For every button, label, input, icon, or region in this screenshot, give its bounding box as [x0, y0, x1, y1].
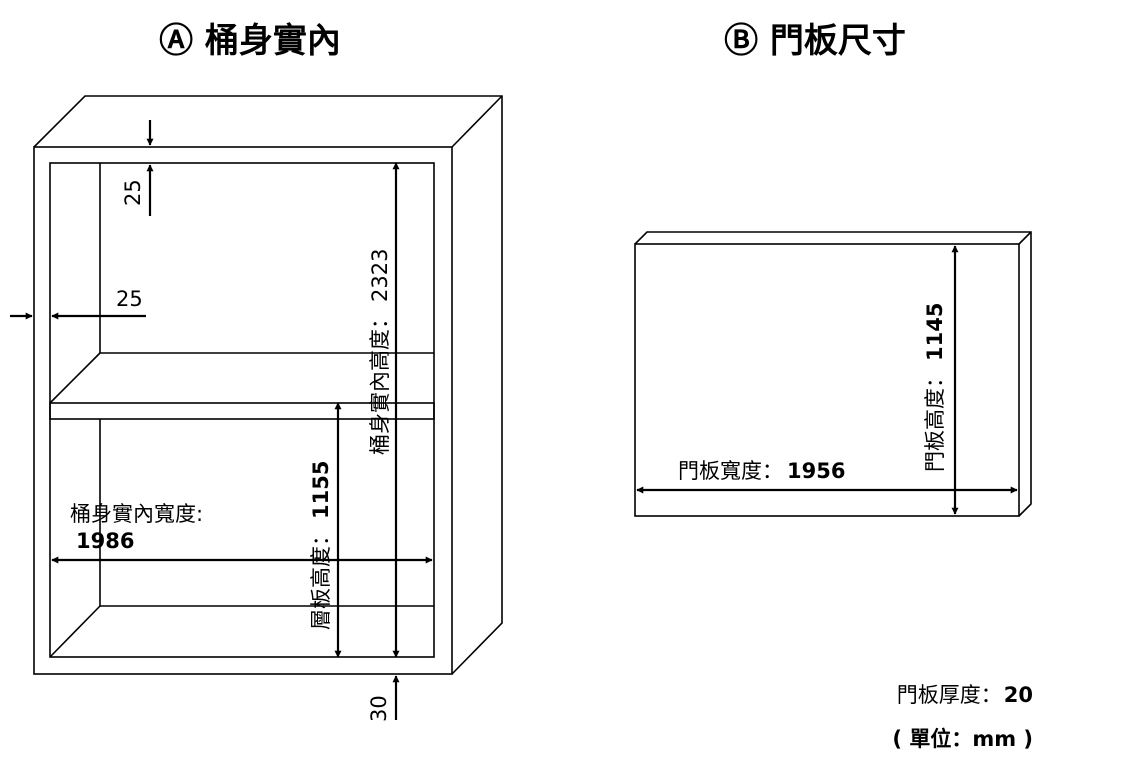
bottom-gap-value: 30 [367, 695, 391, 722]
shelf-depth-line [49, 352, 101, 404]
door-front-face [634, 243, 1020, 517]
cabinet-front-frame [33, 146, 453, 675]
shelf-height-label: 層板高度： [309, 525, 333, 630]
cabinet-depth-edge [451, 95, 503, 148]
svg-text:桶身實內高度：2323: 桶身實內高度： 2323 [368, 249, 392, 455]
inner-width-label: 桶身實內寬度: [70, 502, 203, 526]
top-gap-value: 25 [121, 179, 145, 206]
cabinet-drawing [33, 95, 503, 675]
door-depth-edge [1018, 231, 1032, 245]
door-height-label: 門板高度： [923, 367, 947, 472]
inner-height-label: 桶身實內高度： [368, 308, 392, 455]
inner-width-value: 1986 [76, 529, 134, 553]
svg-text:門板高度：1145: 門板高度： 1145 [923, 303, 947, 472]
cabinet-depth-outline [33, 95, 503, 675]
unit-note: ( 單位：mm ) [892, 727, 1033, 751]
title-cabinet-interior: Ⓐ 桶身實內 [159, 21, 341, 61]
door-width-value: 1956 [787, 459, 845, 483]
door-height-value: 1145 [923, 303, 947, 361]
bottom-depth-line [49, 605, 101, 658]
door-thickness-label: 門板厚度： [897, 683, 1002, 707]
door-drawing [634, 231, 1032, 517]
svg-text:門板寬度：1956: 門板寬度：1956 [678, 459, 845, 483]
door-width-label: 門板寬度： [678, 459, 783, 483]
shelf-front-edge [49, 402, 435, 420]
svg-text:門板厚度：20: 門板厚度：20 [897, 683, 1033, 707]
shelf-height-value: 1155 [309, 461, 333, 519]
side-gap-value: 25 [116, 287, 143, 311]
svg-text:層板高度：1155: 層板高度： 1155 [309, 461, 333, 630]
door-thickness-value: 20 [1004, 683, 1033, 707]
title-door-size: Ⓑ 門板尺寸 [724, 21, 906, 61]
inner-height-value: 2323 [368, 249, 392, 302]
